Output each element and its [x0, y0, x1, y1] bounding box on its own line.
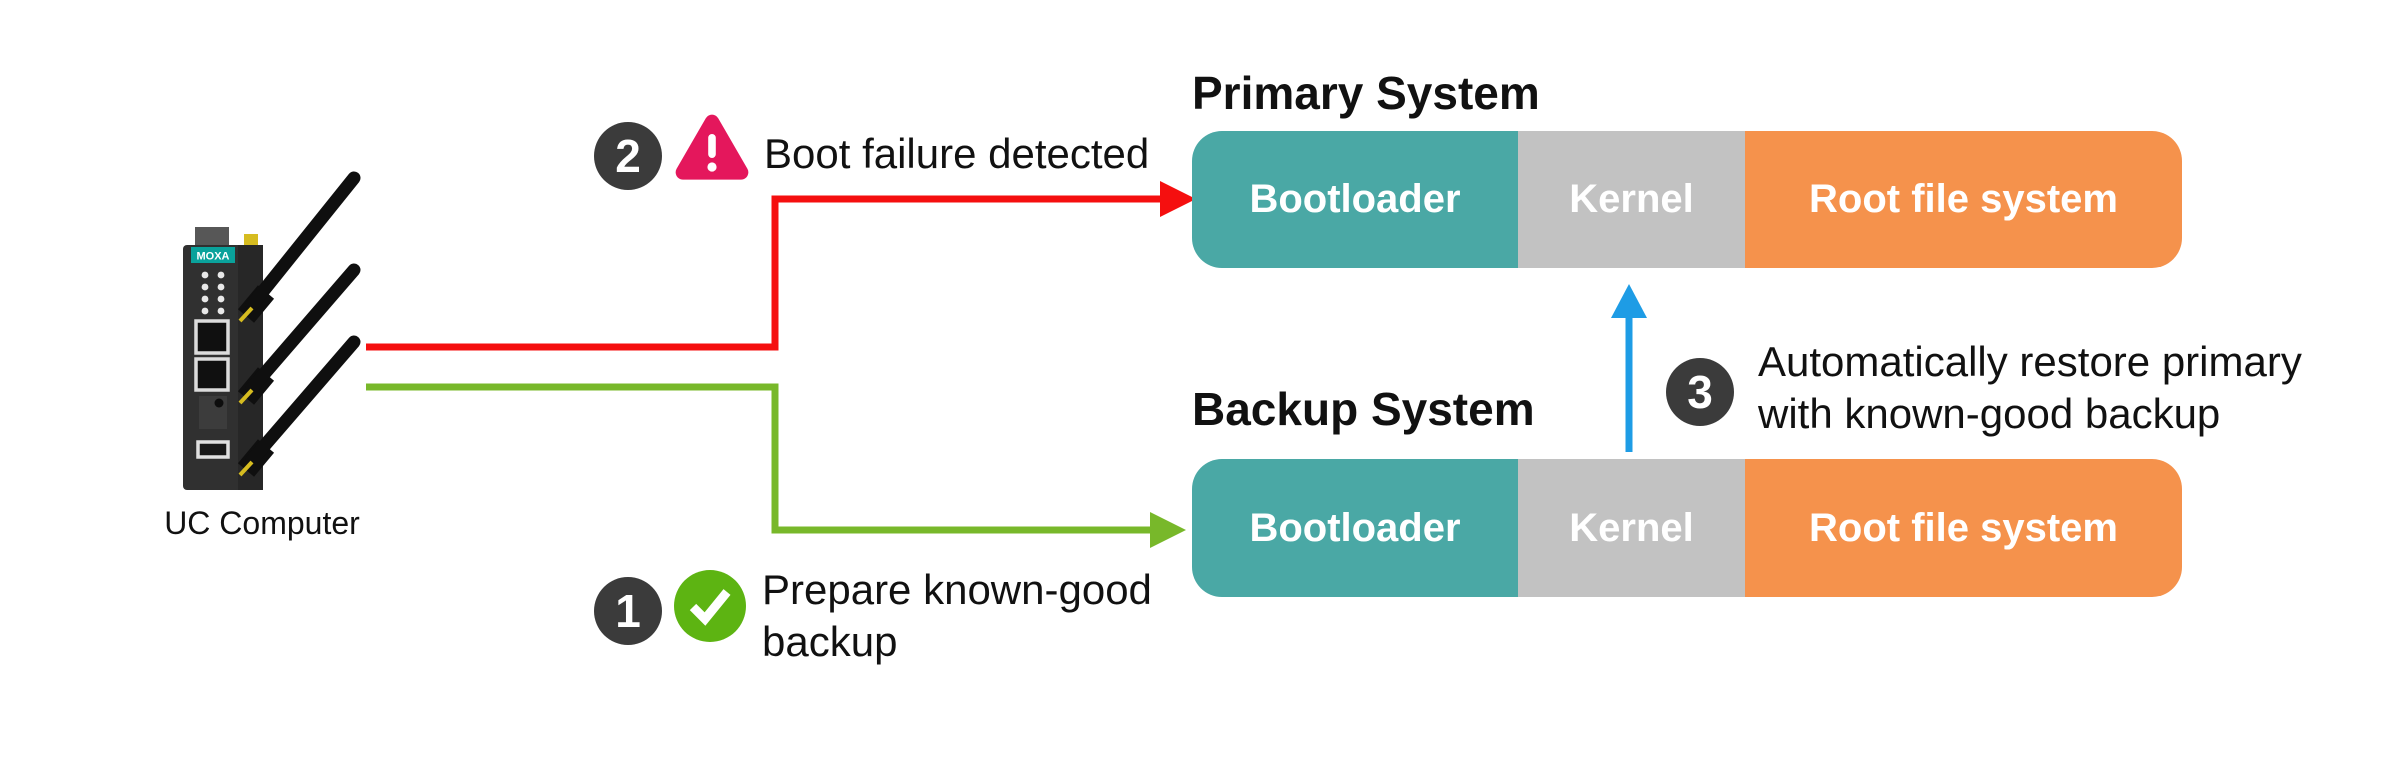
moxa-logo-plate	[191, 247, 235, 263]
check-circle-icon	[674, 570, 746, 642]
device-antenna-port	[244, 234, 258, 246]
backup-segment-kernel: Kernel	[1518, 459, 1745, 597]
device-led-array	[201, 271, 225, 315]
uc-computer-illustration: MOXA	[183, 171, 361, 490]
ethernet-port-2	[194, 357, 230, 392]
backup-system-title: Backup System	[1192, 383, 1535, 435]
backup-system-bar: Bootloader Kernel Root file system	[1192, 459, 2182, 597]
reset-button	[214, 398, 224, 408]
primary-system-title: Primary System	[1192, 67, 1540, 119]
step-2-badge: 2	[594, 122, 662, 190]
step-1-badge: 1	[594, 577, 662, 645]
step-number: 1	[615, 585, 641, 637]
step-number: 2	[615, 130, 641, 182]
segment-label: Bootloader	[1249, 177, 1461, 221]
segment-label: Kernel	[1569, 177, 1694, 221]
primary-system-bar: Bootloader Kernel Root file system	[1192, 131, 2182, 268]
step-2-text: Boot failure detected	[764, 130, 1150, 177]
restore-arrow	[1611, 284, 1647, 452]
backup-segment-root-file-system: Root file system	[1745, 459, 2182, 597]
primary-segment-kernel: Kernel	[1518, 131, 1745, 268]
step-1-text: Prepare known-good backup	[762, 566, 1152, 665]
antenna-hinge-marks	[238, 306, 254, 477]
boot-failure-arrow	[366, 181, 1196, 351]
prepare-backup-arrow	[366, 383, 1186, 548]
primary-segment-root-file-system: Root file system	[1745, 131, 2182, 268]
segment-label: Root file system	[1809, 505, 2118, 550]
segment-label: Root file system	[1809, 177, 2118, 221]
step-3-badge: 3	[1666, 358, 1734, 426]
backup-segment-bootloader: Bootloader	[1192, 459, 1518, 597]
moxa-logo-text: MOXA	[197, 251, 230, 263]
device-top-connector	[195, 227, 229, 247]
step-3-text: Automatically restore primary with known…	[1758, 338, 2302, 437]
segment-label: Kernel	[1569, 505, 1694, 550]
device-label: UC Computer	[164, 505, 360, 541]
step-number: 3	[1687, 366, 1713, 418]
warning-triangle-icon	[675, 114, 749, 180]
primary-segment-bootloader: Bootloader	[1192, 131, 1518, 268]
ethernet-port-1	[194, 319, 230, 355]
usb-port	[196, 440, 230, 459]
segment-label: Bootloader	[1249, 505, 1461, 550]
